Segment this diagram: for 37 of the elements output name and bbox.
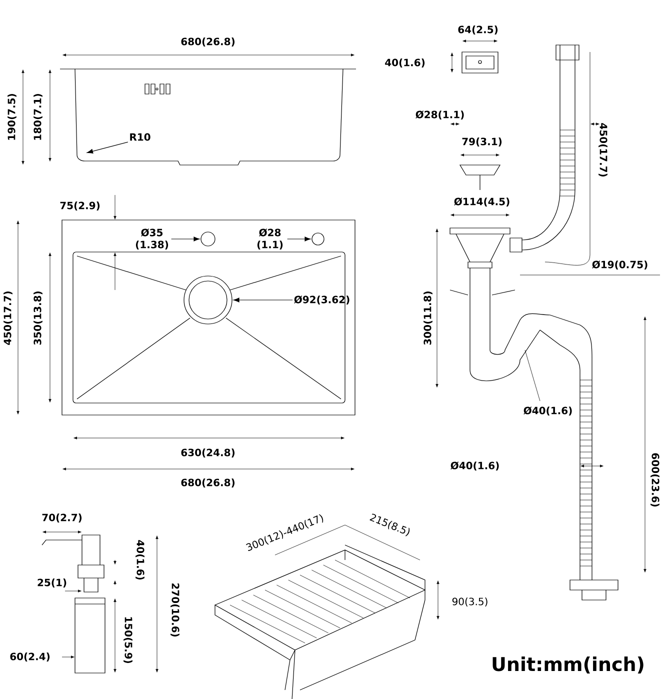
unit-note: Unit:mm(inch) [492,656,644,674]
dimension-label: Ø19(0.75) [592,260,648,270]
dimension-label: 79(3.1) [462,138,502,146]
dimension-label: 450(17.7) [598,123,608,176]
dimension-label: 64(2.5) [458,26,498,34]
leader-line [171,236,200,242]
leader-label: Ø28 (1.1) [257,228,283,250]
dimension-label: 90(3.5) [452,598,488,606]
leader-line [233,298,293,302]
dimension-label: 450(17.7) [4,292,12,345]
dimension-label: 150(5.9) [124,617,132,664]
dimension-label: 300(11.8) [424,292,432,345]
dimension-label: Ø40(1.6) [524,406,572,416]
dimension-label: Ø28(1.1) [416,110,464,120]
dimension-label: 190(7.5) [8,94,16,140]
leader-line [86,142,128,154]
dimension-label: 75(2.9) [60,202,100,210]
dimension-label: Ø114(4.5) [454,198,510,206]
dimension-label: 40(1.6) [136,540,144,580]
dimension-label: 60(2.4) [10,652,50,662]
dimension-label: Ø40(1.6) [450,462,499,470]
dimension-label: 180(7.1) [34,94,42,140]
hole-circle [200,232,216,246]
dimension-label: 630(24.8) [181,448,234,458]
dimension-label: 350(13.8) [34,292,42,345]
dimension-label: 270(10.6) [170,583,180,636]
dimension-label: 70(2.7) [42,514,82,522]
dimension-label: 40(1.6) [385,58,425,68]
leader-label: Ø35 (1.38) [136,228,168,250]
hole-circle [312,232,324,246]
dimension-label: 25(1) [38,578,66,588]
leader-label: R10 [130,133,150,141]
leader-line [287,236,311,242]
hole-circle [184,276,232,324]
dimension-label: 600(23.6) [650,453,660,506]
dimension-label: 680(26.8) [181,478,234,488]
dimension-label: 680(26.8) [181,38,234,46]
